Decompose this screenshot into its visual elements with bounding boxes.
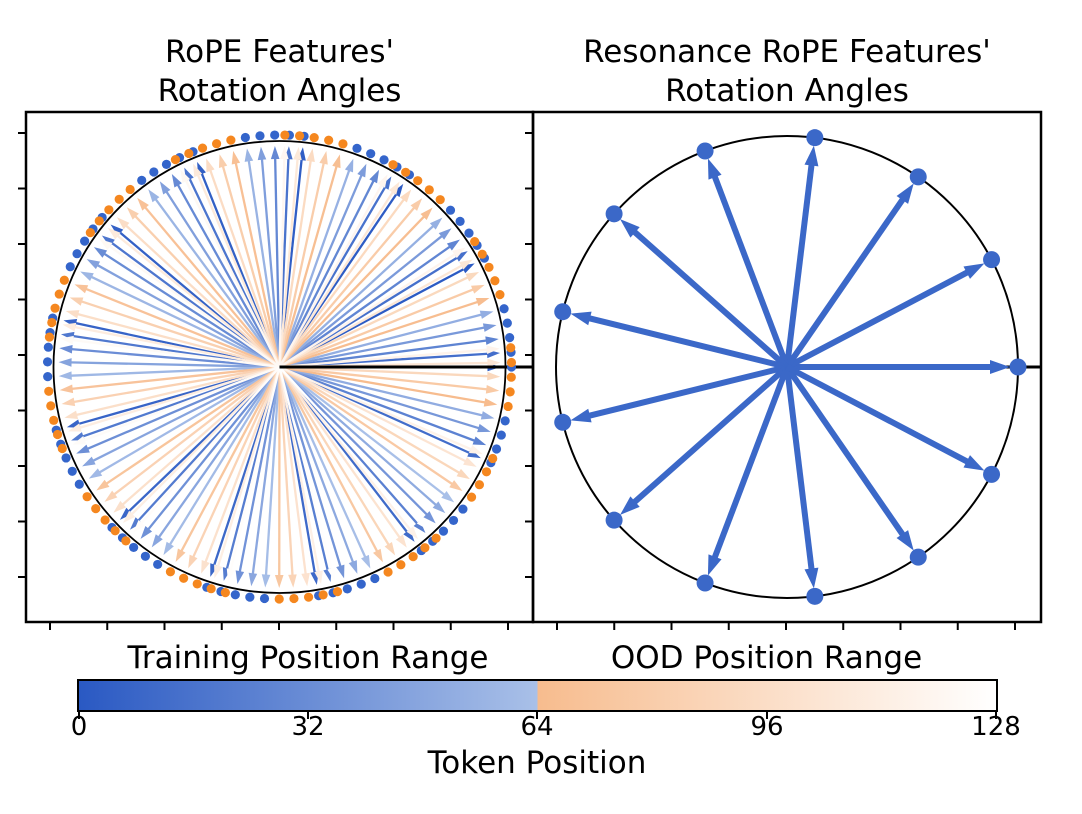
colorbar-tick-label-0: 0 xyxy=(70,712,88,742)
colorbar-tick-32 xyxy=(307,712,309,719)
axes-frames xyxy=(18,110,1043,630)
training-range-label: Training Position Range xyxy=(127,640,489,676)
right-plot-title-line1: Resonance RoPE Features' xyxy=(583,34,991,70)
ood-range-label: OOD Position Range xyxy=(610,640,923,676)
colorbar-tick-label-64: 64 xyxy=(520,712,554,742)
left-plot-title-line2: Rotation Angles xyxy=(157,73,402,109)
right-plot-title: Resonance RoPE Features' Rotation Angles xyxy=(533,33,1041,111)
colorbar-tick-64 xyxy=(536,712,538,719)
colorbar-tick-0 xyxy=(78,712,80,719)
colorbar-tick-label-32: 32 xyxy=(291,712,325,742)
token-position-colorbar xyxy=(77,679,998,712)
left-plot-title-line1: RoPE Features' xyxy=(164,34,395,70)
left-plot-rope xyxy=(42,130,532,604)
left-plot-title: RoPE Features' Rotation Angles xyxy=(26,33,533,111)
colorbar-tick-label-96: 96 xyxy=(750,712,784,742)
colorbar-tick-label-128: 128 xyxy=(971,712,1021,742)
colorbar-tick-128 xyxy=(995,712,997,719)
right-plot-title-line2: Rotation Angles xyxy=(665,73,909,109)
colorbar-tick-96 xyxy=(766,712,768,719)
right-plot-resonance-rope xyxy=(554,129,1040,605)
colorbar-axis-label: Token Position xyxy=(427,745,647,781)
